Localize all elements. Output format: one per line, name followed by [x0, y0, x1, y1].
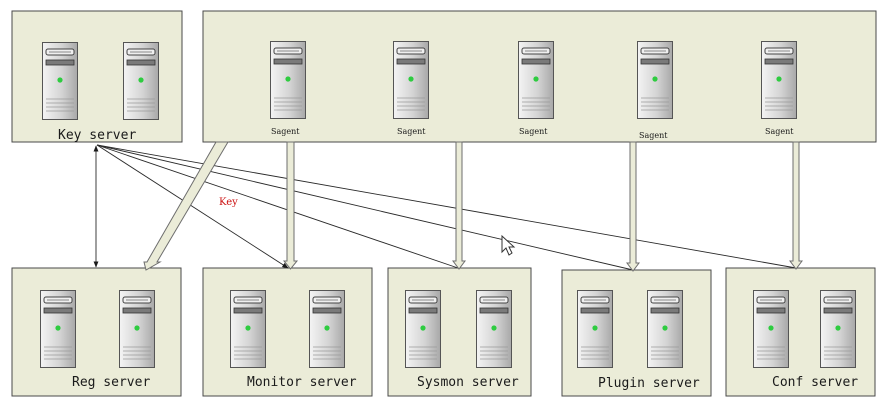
agent-group: Sagent Sagent Sagent Sagent Sagent [202, 10, 877, 143]
server-tower-icon [637, 41, 673, 119]
agent-label-4: Sagent [639, 131, 668, 140]
server-tower-icon [42, 42, 78, 120]
agent-label-3: Sagent [519, 127, 548, 136]
monitor-server-label: Monitor server [247, 375, 357, 390]
server-tower-icon [761, 41, 797, 119]
mouse-pointer-icon [501, 234, 516, 256]
agent-pipes [143, 141, 803, 272]
server-tower-icon [123, 42, 159, 120]
key-distribution-lines [93, 144, 797, 271]
conf-server-label: Conf server [772, 375, 858, 390]
server-tower-icon [119, 290, 155, 368]
plugin-server-group: Plugin server [561, 269, 712, 397]
sysmon-server-label: Sysmon server [417, 375, 519, 390]
server-tower-icon [405, 290, 441, 368]
server-tower-icon [820, 290, 856, 368]
server-tower-icon [647, 290, 683, 368]
agent-label-5: Sagent [765, 127, 794, 136]
plugin-server-label: Plugin server [598, 376, 700, 391]
sysmon-server-group: Sysmon server [387, 267, 532, 397]
key-server-label: Key server [58, 128, 136, 143]
server-tower-icon [476, 290, 512, 368]
key-to-plugin-link [96, 144, 634, 271]
key-to-monitor-link [96, 144, 289, 269]
server-tower-icon [393, 41, 429, 119]
server-tower-icon [230, 290, 266, 368]
server-tower-icon [40, 290, 76, 368]
conf-server-group: Conf server [725, 267, 876, 397]
agent-label-1: Sagent [271, 127, 300, 136]
server-tower-icon [309, 290, 345, 368]
server-tower-icon [577, 290, 613, 368]
reg-server-group: Reg server [11, 267, 182, 397]
server-tower-icon [518, 41, 554, 119]
key-link-label: Key [219, 197, 238, 208]
server-tower-icon [270, 41, 306, 119]
key-server-group: Key server [11, 10, 183, 143]
agent-to-reg-pipe [143, 141, 229, 271]
agent-to-conf-pipe [789, 141, 803, 270]
agent-label-2: Sagent [397, 127, 426, 136]
key-to-sysmon-link [96, 144, 459, 269]
agent-to-plugin-pipe [626, 141, 640, 272]
reg-server-label: Reg server [72, 375, 150, 390]
agent-to-sysmon-pipe [452, 141, 466, 270]
monitor-server-group: Monitor server [202, 267, 373, 397]
key-to-conf-link [96, 144, 797, 269]
server-tower-icon [753, 290, 789, 368]
agent-to-monitor-pipe [282, 141, 299, 270]
